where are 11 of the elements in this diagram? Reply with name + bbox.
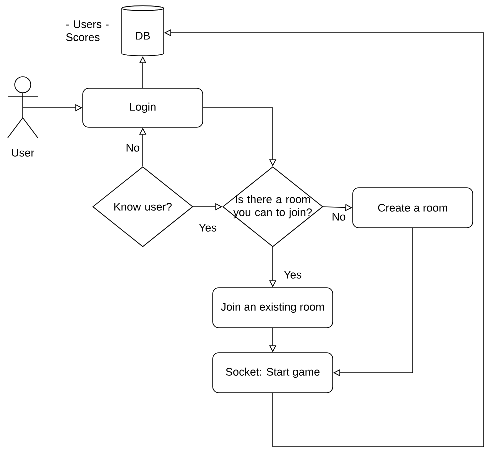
edge-label: No [330, 212, 348, 222]
process-box: Login [82, 88, 204, 128]
node-note: - Users - Scores [66, 20, 109, 42]
process-box: Join an existing room [212, 288, 334, 328]
process-box: Socket: Start game [212, 352, 334, 394]
edge-label: Yes [198, 223, 218, 233]
database-cylinder: DB [122, 6, 164, 56]
process-box: Create a room [352, 188, 474, 228]
edge-label: Yes [283, 270, 303, 280]
edge-label: No [124, 143, 142, 153]
node-label: User [12, 149, 34, 157]
